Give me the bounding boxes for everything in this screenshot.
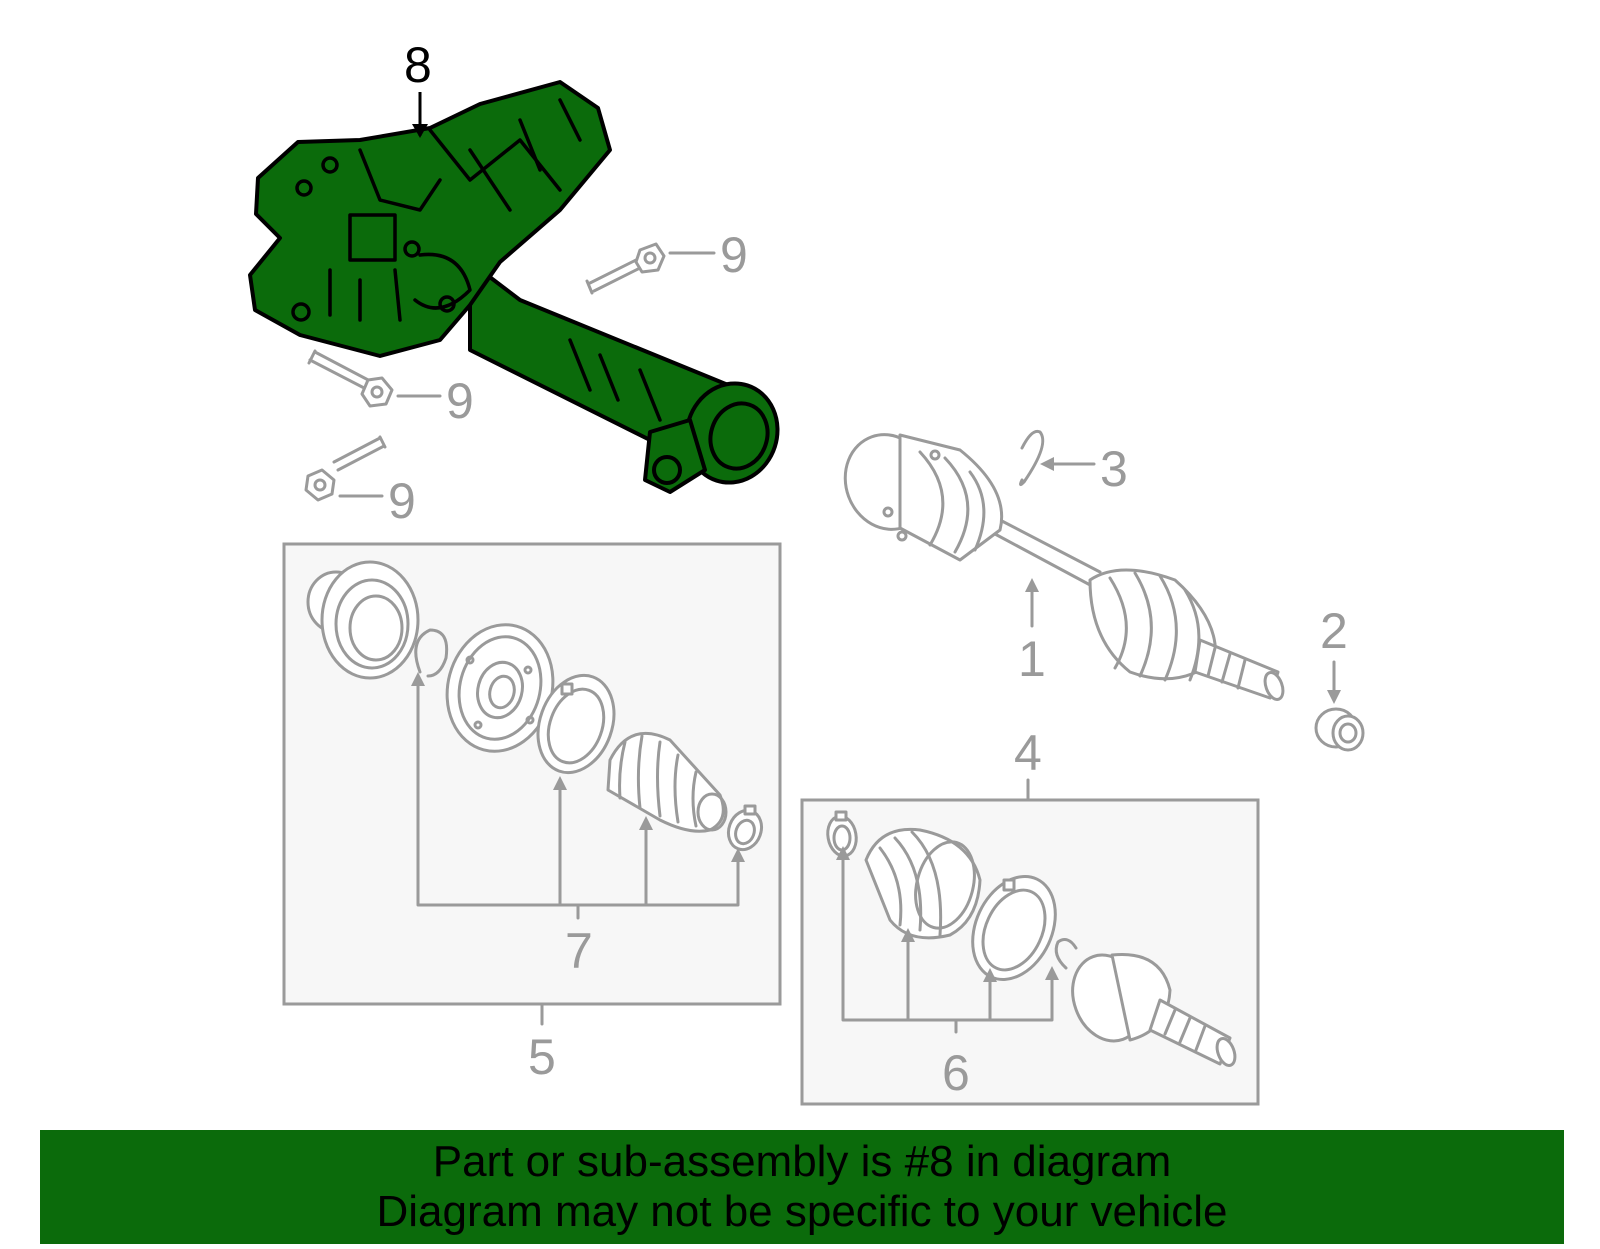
bolt-9-lower[interactable] [304, 435, 387, 502]
callout-9-upper: 9 [720, 227, 748, 283]
clamp-5[interactable] [723, 804, 767, 855]
arrowhead-1 [1025, 578, 1039, 592]
circlip-5[interactable] [414, 628, 449, 678]
circlip-6[interactable] [1054, 938, 1078, 970]
boot-5[interactable] [606, 731, 728, 833]
bracket-6 [836, 846, 1059, 1034]
callout-7: 7 [565, 923, 593, 979]
banner-background [40, 1130, 1564, 1244]
callout-3: 3 [1100, 441, 1128, 497]
banner-line-2: Diagram may not be specific to your vehi… [376, 1187, 1228, 1236]
callout-9-lower: 9 [388, 473, 416, 529]
bolt-9-upper[interactable] [585, 242, 666, 295]
cv-joint-5[interactable] [433, 613, 567, 764]
boot-6[interactable] [864, 827, 983, 940]
clamp-6[interactable] [825, 810, 860, 858]
arrowhead-3 [1040, 457, 1054, 471]
arrowhead-2 [1327, 690, 1341, 704]
callout-6: 6 [942, 1045, 970, 1101]
callout-4: 4 [1014, 725, 1042, 781]
outer-joint-6[interactable] [1061, 945, 1238, 1068]
joint-housing-5[interactable] [306, 560, 420, 680]
bolt-9-middle[interactable] [307, 349, 394, 408]
nut-2[interactable] [1314, 707, 1365, 752]
callout-8: 8 [404, 37, 432, 93]
callout-9-middle: 9 [446, 373, 474, 429]
callout-5: 5 [528, 1029, 556, 1085]
info-banner: Part or sub-assembly is #8 in diagram Di… [40, 1130, 1564, 1244]
arrowhead-8 [412, 124, 428, 138]
callout-2: 2 [1320, 603, 1348, 659]
callout-1: 1 [1018, 631, 1046, 687]
gasket-5[interactable] [525, 665, 627, 784]
bracket-7 [411, 672, 745, 920]
clip-3[interactable] [1018, 429, 1045, 487]
differential-assembly[interactable] [248, 80, 790, 494]
drive-shaft[interactable] [832, 423, 1286, 702]
banner-line-1: Part or sub-assembly is #8 in diagram [432, 1137, 1172, 1186]
